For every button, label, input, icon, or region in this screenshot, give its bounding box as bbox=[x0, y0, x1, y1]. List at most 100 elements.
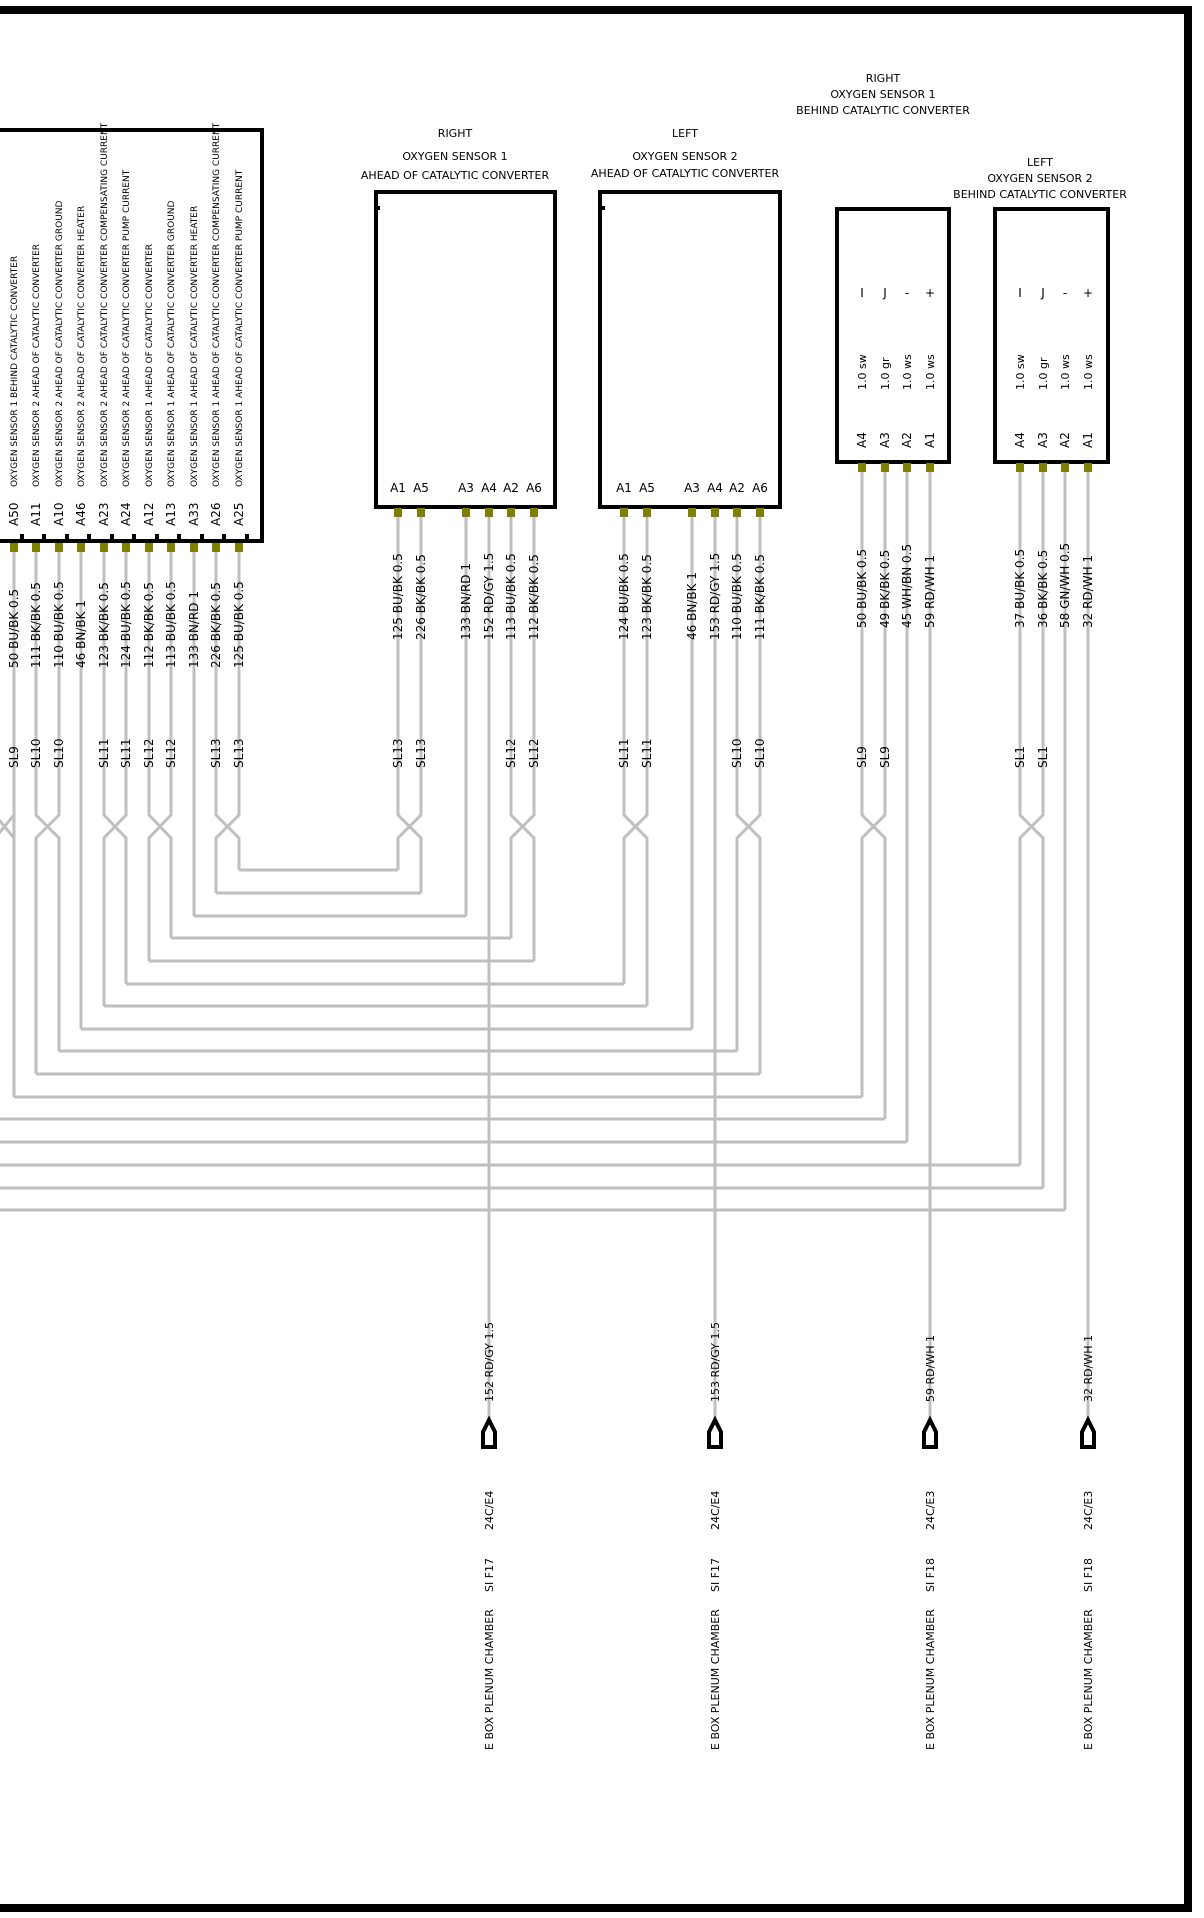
ecu-wire-label: 124 BU/BK 0.5 bbox=[119, 581, 133, 668]
sensor-splice-label: SL1 bbox=[1036, 746, 1050, 768]
sensor-wire-label: 133 BN/RD 1 bbox=[459, 563, 473, 640]
sensor-box-right-1-ahead[interactable] bbox=[374, 190, 557, 509]
sensor-pin-a5 bbox=[417, 508, 425, 517]
pin-tick bbox=[87, 534, 91, 539]
sensor-pin-symbol: - bbox=[1063, 286, 1067, 300]
sensor-title-line: BEHIND CATALYTIC CONVERTER bbox=[796, 104, 970, 117]
ecu-wire-label: 50 BU/BK 0.5 bbox=[7, 589, 21, 668]
fuse-location-label: E BOX PLENUM CHAMBER bbox=[924, 1609, 937, 1750]
sensor-pin-symbol: J bbox=[1040, 286, 1045, 300]
ecu-pin-label: A46 bbox=[74, 503, 88, 526]
sensor-box-left-2-behind[interactable] bbox=[993, 207, 1110, 464]
sensor-wire-label: 110 BU/BK 0.5 bbox=[730, 553, 744, 640]
ecu-wire-label: 123 BK/BK 0.5 bbox=[97, 582, 111, 668]
fuse-name-label: SI F17 bbox=[483, 1558, 496, 1592]
control-unit-box bbox=[0, 128, 264, 543]
sensor-pin-a3 bbox=[462, 508, 470, 517]
ecu-wire-label: 46 BN/BK 1 bbox=[74, 600, 88, 668]
terminal-arrow-icon bbox=[1080, 1415, 1096, 1449]
ecu-wire-twist bbox=[102, 805, 128, 984]
labels: 152 RD/GY 1.5 24C/E4 SI F17 E BOX PLENUM CH… bbox=[7, 72, 1127, 1750]
sensor-pin-a6 bbox=[756, 508, 764, 517]
sensor-wire-label: 226 BK/BK 0.5 bbox=[414, 554, 428, 640]
sensor-splice-label: SL13 bbox=[391, 738, 405, 768]
ecu-splice-label: SL9 bbox=[7, 746, 21, 768]
pin-tick bbox=[110, 534, 114, 539]
ecu-wire-twist bbox=[214, 805, 241, 870]
sensor-pin-label: A4 bbox=[1013, 432, 1027, 448]
sensor-pin-a1 bbox=[394, 508, 402, 517]
sensor-pin-symbol: + bbox=[925, 286, 935, 300]
pin-tick bbox=[42, 534, 46, 539]
fuse-ref-label: 24C/E4 bbox=[483, 1491, 496, 1530]
fuse-wire-label: 152 RD/GY 1.5 bbox=[483, 1322, 496, 1402]
sensor-wire-label: 36 BK/BK 0.5 bbox=[1036, 550, 1050, 628]
ecu-pin-a25 bbox=[235, 543, 243, 552]
ecu-pin-function: OXYGEN SENSOR 2 AHEAD OF CATALYTIC CONVE… bbox=[100, 122, 110, 487]
fuse-wire-label: 32 RD/WH 1 bbox=[1082, 1335, 1095, 1402]
sensor-title-line: LEFT bbox=[672, 127, 698, 140]
ecu-pin-a10 bbox=[55, 543, 63, 552]
ecu-wire-twist bbox=[0, 805, 16, 835]
terminal-arrow-icon bbox=[922, 1415, 938, 1449]
ecu-pin-label: A26 bbox=[209, 503, 223, 526]
pin-tick bbox=[132, 534, 136, 539]
ecu-wire-twist bbox=[34, 805, 61, 1051]
sensor-pin-label: A4 bbox=[855, 432, 869, 448]
ecu-pin-function: OXYGEN SENSOR 2 AHEAD OF CATALYTIC CONVE… bbox=[55, 200, 65, 487]
sensor-pin-a1 bbox=[926, 463, 934, 472]
sensor-splice-label: SL10 bbox=[730, 738, 744, 768]
sensor-splice-label: SL10 bbox=[753, 738, 767, 768]
sensor-box-left-2-ahead[interactable] bbox=[598, 190, 782, 509]
fuse-name-label: SI F18 bbox=[1082, 1558, 1095, 1592]
sensor-wire-twist bbox=[735, 516, 762, 1051]
sensor-pin-a6 bbox=[530, 508, 538, 517]
sensor-title-line: AHEAD OF CATALYTIC CONVERTER bbox=[361, 169, 550, 182]
sensor-pin-symbol: - bbox=[905, 286, 909, 300]
sensor-wire-label: 50 BU/BK 0.5 bbox=[855, 549, 869, 628]
sensor-pin-a3 bbox=[688, 508, 696, 517]
ecu-pin-label: A23 bbox=[97, 503, 111, 526]
sensor-wire-label: 59 RD/WH 1 bbox=[923, 555, 937, 628]
sensor-wire-twist bbox=[509, 516, 536, 938]
sensor-wire-label: 111 BK/BK 0.5 bbox=[753, 554, 767, 640]
fuse-wire-label: 59 RD/WH 1 bbox=[924, 1335, 937, 1402]
ecu-pin-a24 bbox=[122, 543, 130, 552]
ecu-pin-function: OXYGEN SENSOR 1 AHEAD OF CATALYTIC CONVE… bbox=[167, 200, 177, 487]
fuse-ref-label: 24C/E3 bbox=[924, 1491, 937, 1530]
ecu-wire-label: 112 BK/BK 0.5 bbox=[142, 582, 156, 668]
sensor-pin-a1 bbox=[620, 508, 628, 517]
sensor-pin-a2 bbox=[507, 508, 515, 517]
sensor-splice-label: SL13 bbox=[414, 738, 428, 768]
ecu-pin-label: A33 bbox=[187, 503, 201, 526]
sensor-title-line: RIGHT bbox=[438, 127, 473, 140]
sensor-box-right-1-behind[interactable] bbox=[835, 207, 951, 464]
sensor-wire-twist bbox=[622, 516, 649, 984]
sensor-title-line: LEFT bbox=[1027, 156, 1053, 169]
ecu-wire-label: 111 BK/BK 0.5 bbox=[29, 582, 43, 668]
sensor-pin-label: A5 bbox=[413, 481, 429, 495]
ecu-pin-function: OXYGEN SENSOR 2 AHEAD OF CATALYTIC CONVE… bbox=[77, 206, 87, 487]
terminal-arrow-icon bbox=[481, 1415, 497, 1449]
ecu-pin-label: A50 bbox=[7, 503, 21, 526]
sensor-splice-label: SL12 bbox=[504, 738, 518, 768]
sensor-wire-label: 152 RD/GY 1.5 bbox=[482, 553, 496, 640]
sensor-pin-a4 bbox=[1016, 463, 1024, 472]
sensor-pin-label: A3 bbox=[458, 481, 474, 495]
sensor-pin-label: A2 bbox=[1058, 432, 1072, 448]
ecu-wire-twist bbox=[0, 818, 16, 839]
pin-tick bbox=[65, 534, 69, 539]
pin-tick bbox=[155, 534, 159, 539]
pin-tick bbox=[222, 534, 226, 539]
sensor-wire-twist bbox=[1018, 471, 1045, 1165]
ecu-splice-label: SL11 bbox=[97, 738, 111, 768]
sensor-wire-twist bbox=[396, 516, 423, 870]
corner-mark bbox=[601, 206, 605, 210]
sensor-pin-symbol: J bbox=[882, 286, 887, 300]
ecu-wire-label: 125 BU/BK 0.5 bbox=[232, 581, 246, 668]
fuse-wire-label: 153 RD/GY 1.5 bbox=[709, 1322, 722, 1402]
sensor-splice-label: SL1 bbox=[1013, 746, 1027, 768]
ecu-pin-label: A11 bbox=[29, 503, 43, 526]
sensor-title-line: RIGHT bbox=[866, 72, 901, 85]
sensor-wire-label: 125 BU/BK 0.5 bbox=[391, 553, 405, 640]
